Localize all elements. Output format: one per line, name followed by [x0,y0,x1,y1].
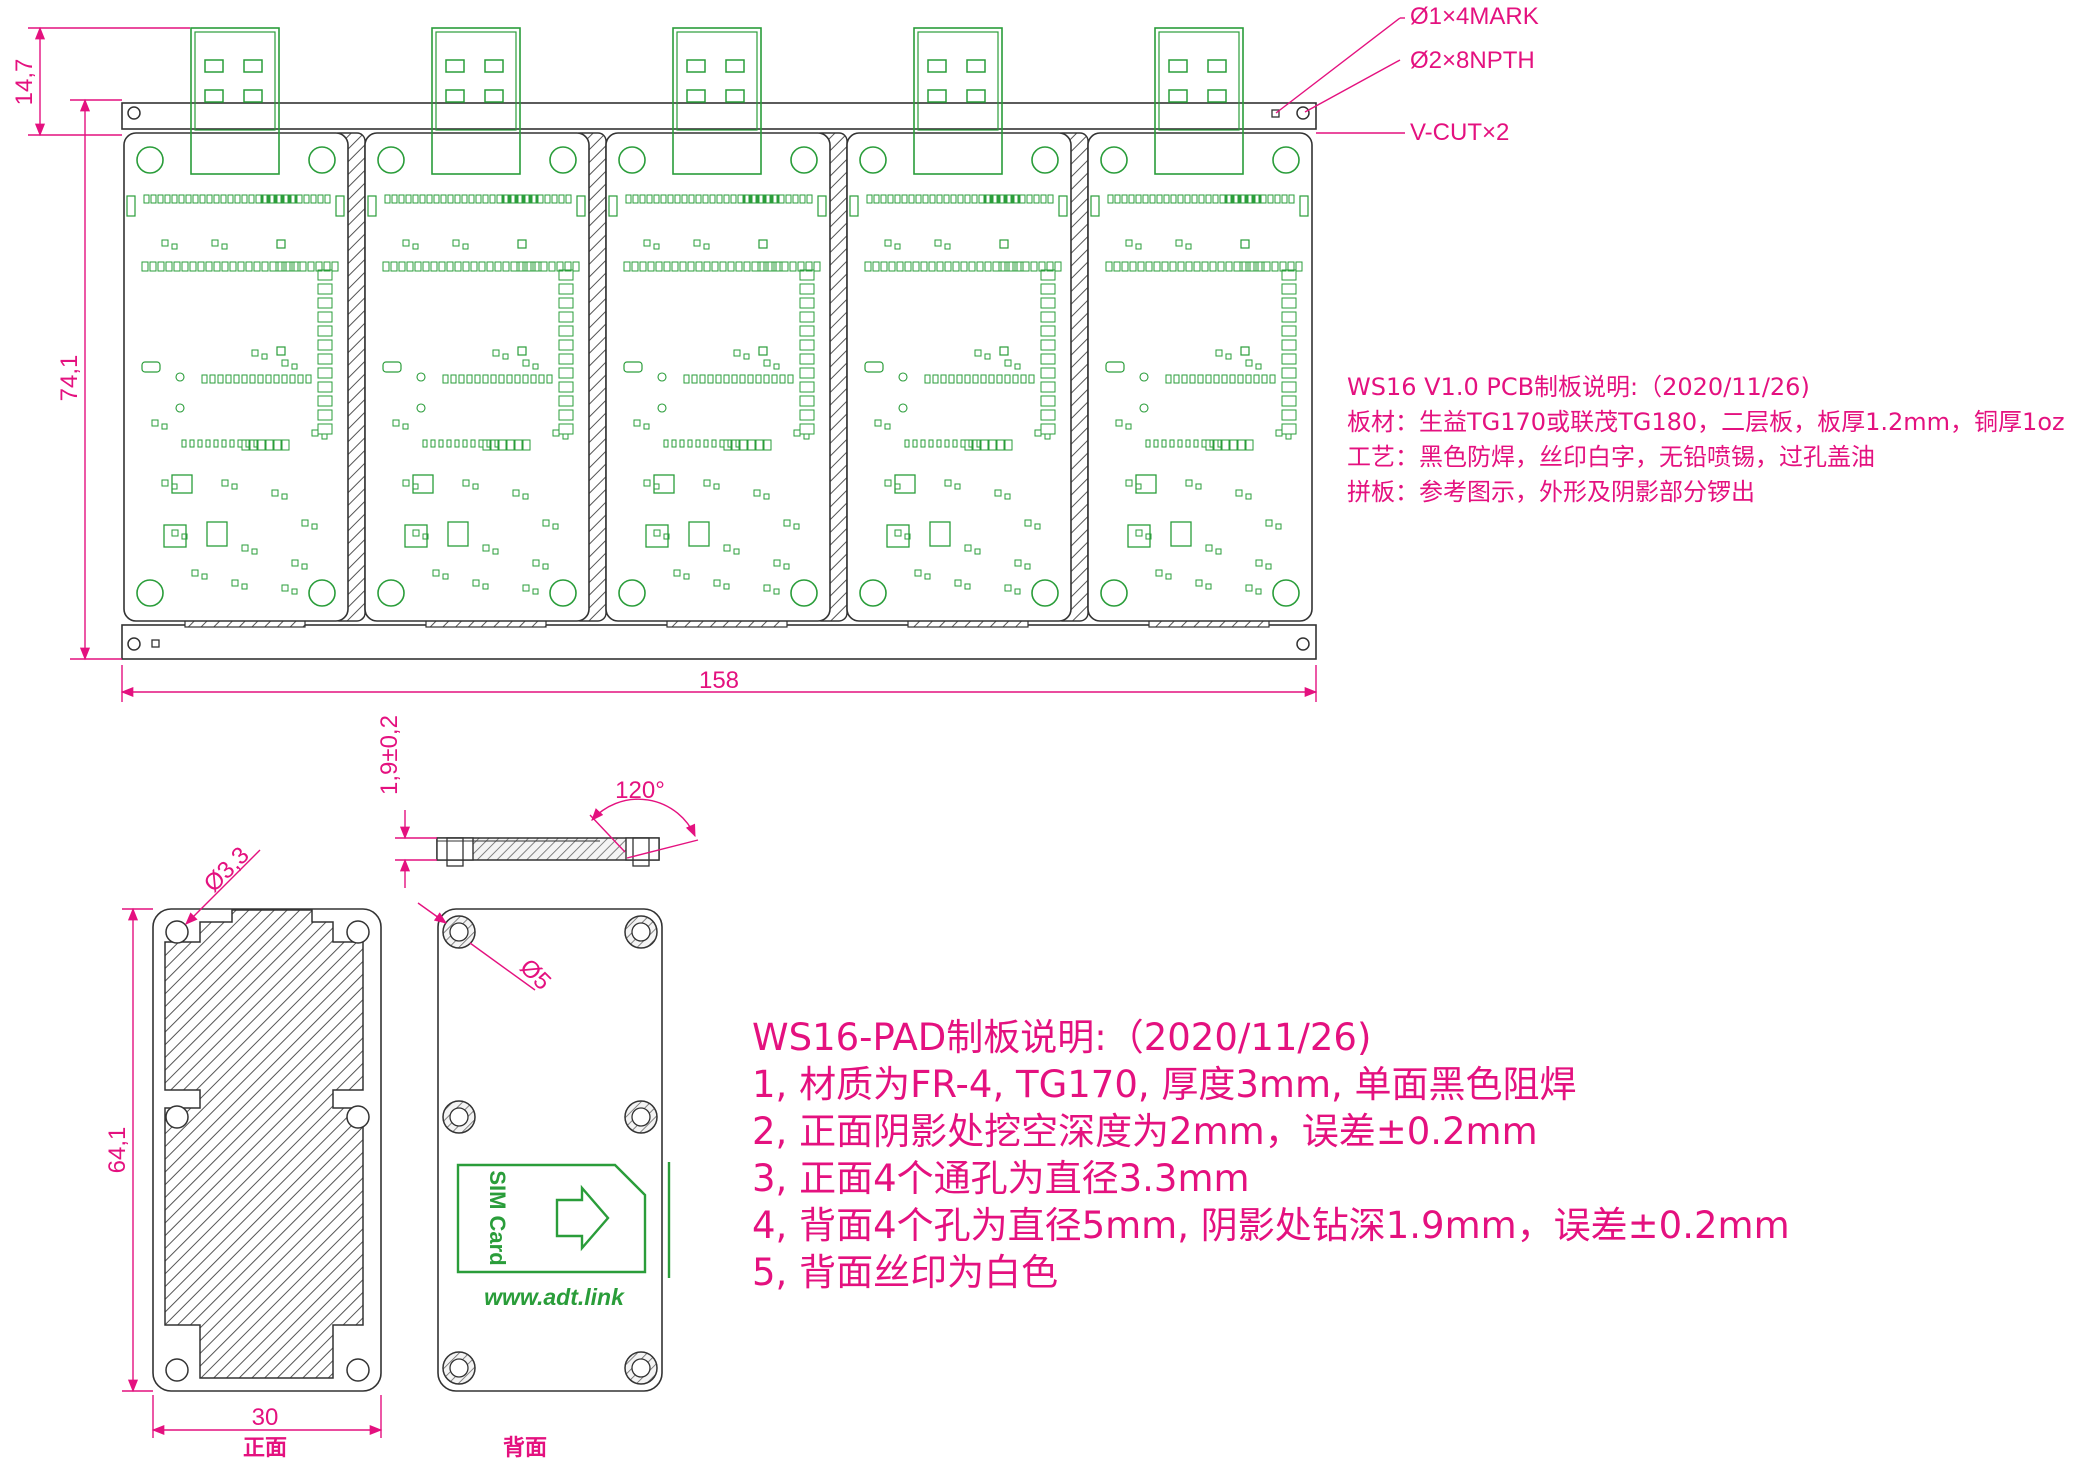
pcb-notes-line: 工艺：黑色防焊，丝印白字，无铅喷锡，过孔盖油 [1347,443,1875,471]
pad-notes-line: 1, 材质为FR-4, TG170, 厚度3mm, 单面黑色阻焊 [752,1063,1577,1106]
fiducial-mark [1271,109,1280,118]
pcb-dimension-labels: 14,7 74,1 158 Ø1×4MARK Ø2×8NPTH V-CUT×2 [11,3,1539,694]
pad-front-dimensions [122,849,383,1438]
usb-connector [913,27,1003,175]
pcb-notes-line: 拼板：参考图示，外形及阴影部分锣出 [1347,478,1755,506]
dim-pad-hole-front: Ø3,3 [199,842,255,898]
pad-notes-line: 4, 背面4个孔为直径5mm, 阴影处钻深1.9mm，误差±0.2mm [752,1204,1790,1247]
pcb-boards [123,27,1313,622]
rail-hole [1296,637,1310,651]
front-cavity [164,909,364,1379]
through-hole [346,1105,370,1129]
mounting-hole [136,579,164,607]
mounting-hole [549,146,577,174]
mounting-hole [1100,579,1128,607]
callout-vcut: V-CUT×2 [1410,119,1509,146]
label-back: 背面 [503,1435,547,1460]
pad-notes: WS16-PAD制板说明:（2020/11/26) 1, 材质为FR-4, TG… [752,1014,1790,1296]
mounting-hole [1100,146,1128,174]
pad-notes-title: WS16-PAD制板说明:（2020/11/26) [752,1016,1372,1059]
dim-height-board: 74,1 [56,355,83,402]
through-hole [346,920,370,944]
usb-connector [190,27,280,175]
mounting-hole [1031,146,1059,174]
pcb-board [123,27,349,622]
pcb-panel [121,27,1317,660]
dim-pad-width: 30 [252,1404,279,1431]
pad-front-view [152,908,382,1392]
pad-back-view: SIM Card www.adt.link [437,908,671,1392]
pcb-dimensions [28,17,1405,702]
mounting-hole [859,579,887,607]
blind-holes [442,915,658,1385]
pad-notes-line: 2, 正面阴影处挖空深度为2mm，误差±0.2mm [752,1110,1538,1153]
usb-connector [1154,27,1244,175]
mounting-hole [136,146,164,174]
through-hole [165,920,189,944]
mounting-hole [859,146,887,174]
pad-notes-line: 3, 正面4个通孔为直径3.3mm [752,1157,1250,1200]
mounting-hole [377,579,405,607]
dim-height-top: 14,7 [11,59,38,106]
mounting-hole [549,579,577,607]
fiducial-mark [151,639,160,648]
mounting-hole [790,579,818,607]
rail-hole [127,637,141,651]
usb-connector [672,27,762,175]
pad-back-dimensions [417,902,536,991]
pcb-board [846,27,1072,622]
sim-card-silkscreen [456,1162,671,1278]
callout-npth: Ø2×8NPTH [1410,47,1535,74]
rail-hole [127,106,141,120]
usb-connector [431,27,521,175]
mounting-hole [377,146,405,174]
rail-hole [1296,106,1310,120]
through-hole [346,1358,370,1382]
dim-width: 158 [699,667,739,694]
pcb-board [1087,27,1313,622]
pcb-notes-line: 板材：生益TG170或联茂TG180，二层板，板厚1.2mm，铜厚1oz [1347,408,2065,436]
pcb-notes-title: WS16 V1.0 PCB制板说明:（2020/11/26) [1347,373,1810,401]
through-hole [165,1105,189,1129]
callout-mark: Ø1×4MARK [1410,3,1539,30]
through-hole [165,1358,189,1382]
mounting-hole [618,146,646,174]
silk-url: www.adt.link [484,1284,625,1310]
pad-notes-line: 5, 背面丝印为白色 [752,1251,1059,1294]
panel-bottom-rail [121,624,1317,660]
mounting-hole [618,579,646,607]
pad-side-view [436,837,660,867]
mounting-hole [308,579,336,607]
label-front: 正面 [243,1435,287,1460]
mounting-hole [1272,579,1300,607]
pad-side-dimensions [395,798,699,888]
mounting-hole [790,146,818,174]
pcb-notes: WS16 V1.0 PCB制板说明:（2020/11/26) 板材：生益TG17… [1347,370,2065,510]
pcb-board [364,27,590,622]
dim-pad-angle: 120° [615,777,665,804]
mounting-hole [1031,579,1059,607]
silk-sim-card: SIM Card [485,1170,510,1265]
dim-pad-height: 64,1 [104,1127,131,1174]
mounting-hole [1272,146,1300,174]
panel-top-rail [121,102,1317,130]
mounting-hole [308,146,336,174]
dim-pad-thickness: 1,9±0,2 [376,715,403,795]
pcb-board [605,27,831,622]
